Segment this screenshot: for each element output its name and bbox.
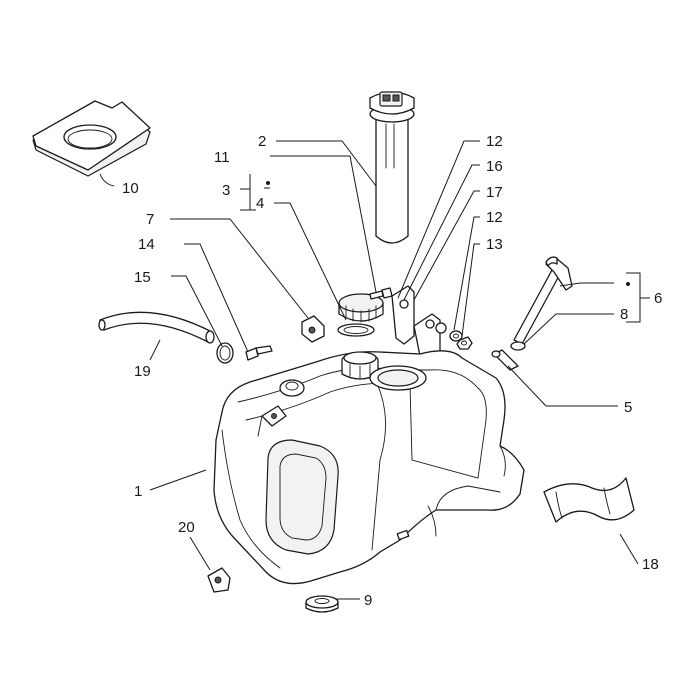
callout-10: 10 [122,180,139,197]
callout-19: 19 [134,363,151,380]
callout-17: 17 [486,184,503,201]
callout-12-lower: 12 [486,209,503,226]
part-10-foam-pad [32,100,151,177]
part-11-bolt [369,287,393,300]
part-18-heat-shield [543,477,635,523]
callout-15: 15 [134,269,151,286]
part-14-bolt [245,345,273,361]
bracket-dot-3 [266,181,270,185]
part-5-drain-screw [491,349,519,371]
callout-1: 1 [134,483,142,500]
callout-16: 16 [486,158,503,175]
leader-lines [99,140,650,600]
part-1-fuel-tank [213,350,525,585]
part-9-grommet [305,595,339,613]
callout-13: 13 [486,236,503,253]
part-2-fuel-level-sender [369,91,415,244]
part-8-o-ring [510,341,526,351]
callout-3: 3 [222,182,230,199]
callout-6: 6 [654,290,662,307]
part-15-hose-clamp [216,342,234,364]
callout-2: 2 [258,133,266,150]
part-20-clip [207,567,231,593]
callout-4: 4 [256,195,264,212]
callout-12-upper: 12 [486,133,503,150]
bracket-dot-6 [626,282,630,286]
part-19-breather-hose [98,311,215,344]
callout-7: 7 [146,211,154,228]
callout-labels: 10 2 11 3 4 7 14 15 19 1 20 9 12 16 17 1… [122,133,662,609]
callout-9: 9 [364,592,372,609]
part-7-clip-nut [301,315,325,343]
callout-14: 14 [138,236,155,253]
part-4-cap-gasket [337,323,375,337]
part-6-breather-valve [513,256,573,345]
callout-11: 11 [214,149,230,166]
callout-5: 5 [624,399,632,416]
callout-20: 20 [178,519,195,536]
callout-8: 8 [620,306,628,323]
callout-18: 18 [642,556,659,573]
part-13-nut [456,336,473,350]
